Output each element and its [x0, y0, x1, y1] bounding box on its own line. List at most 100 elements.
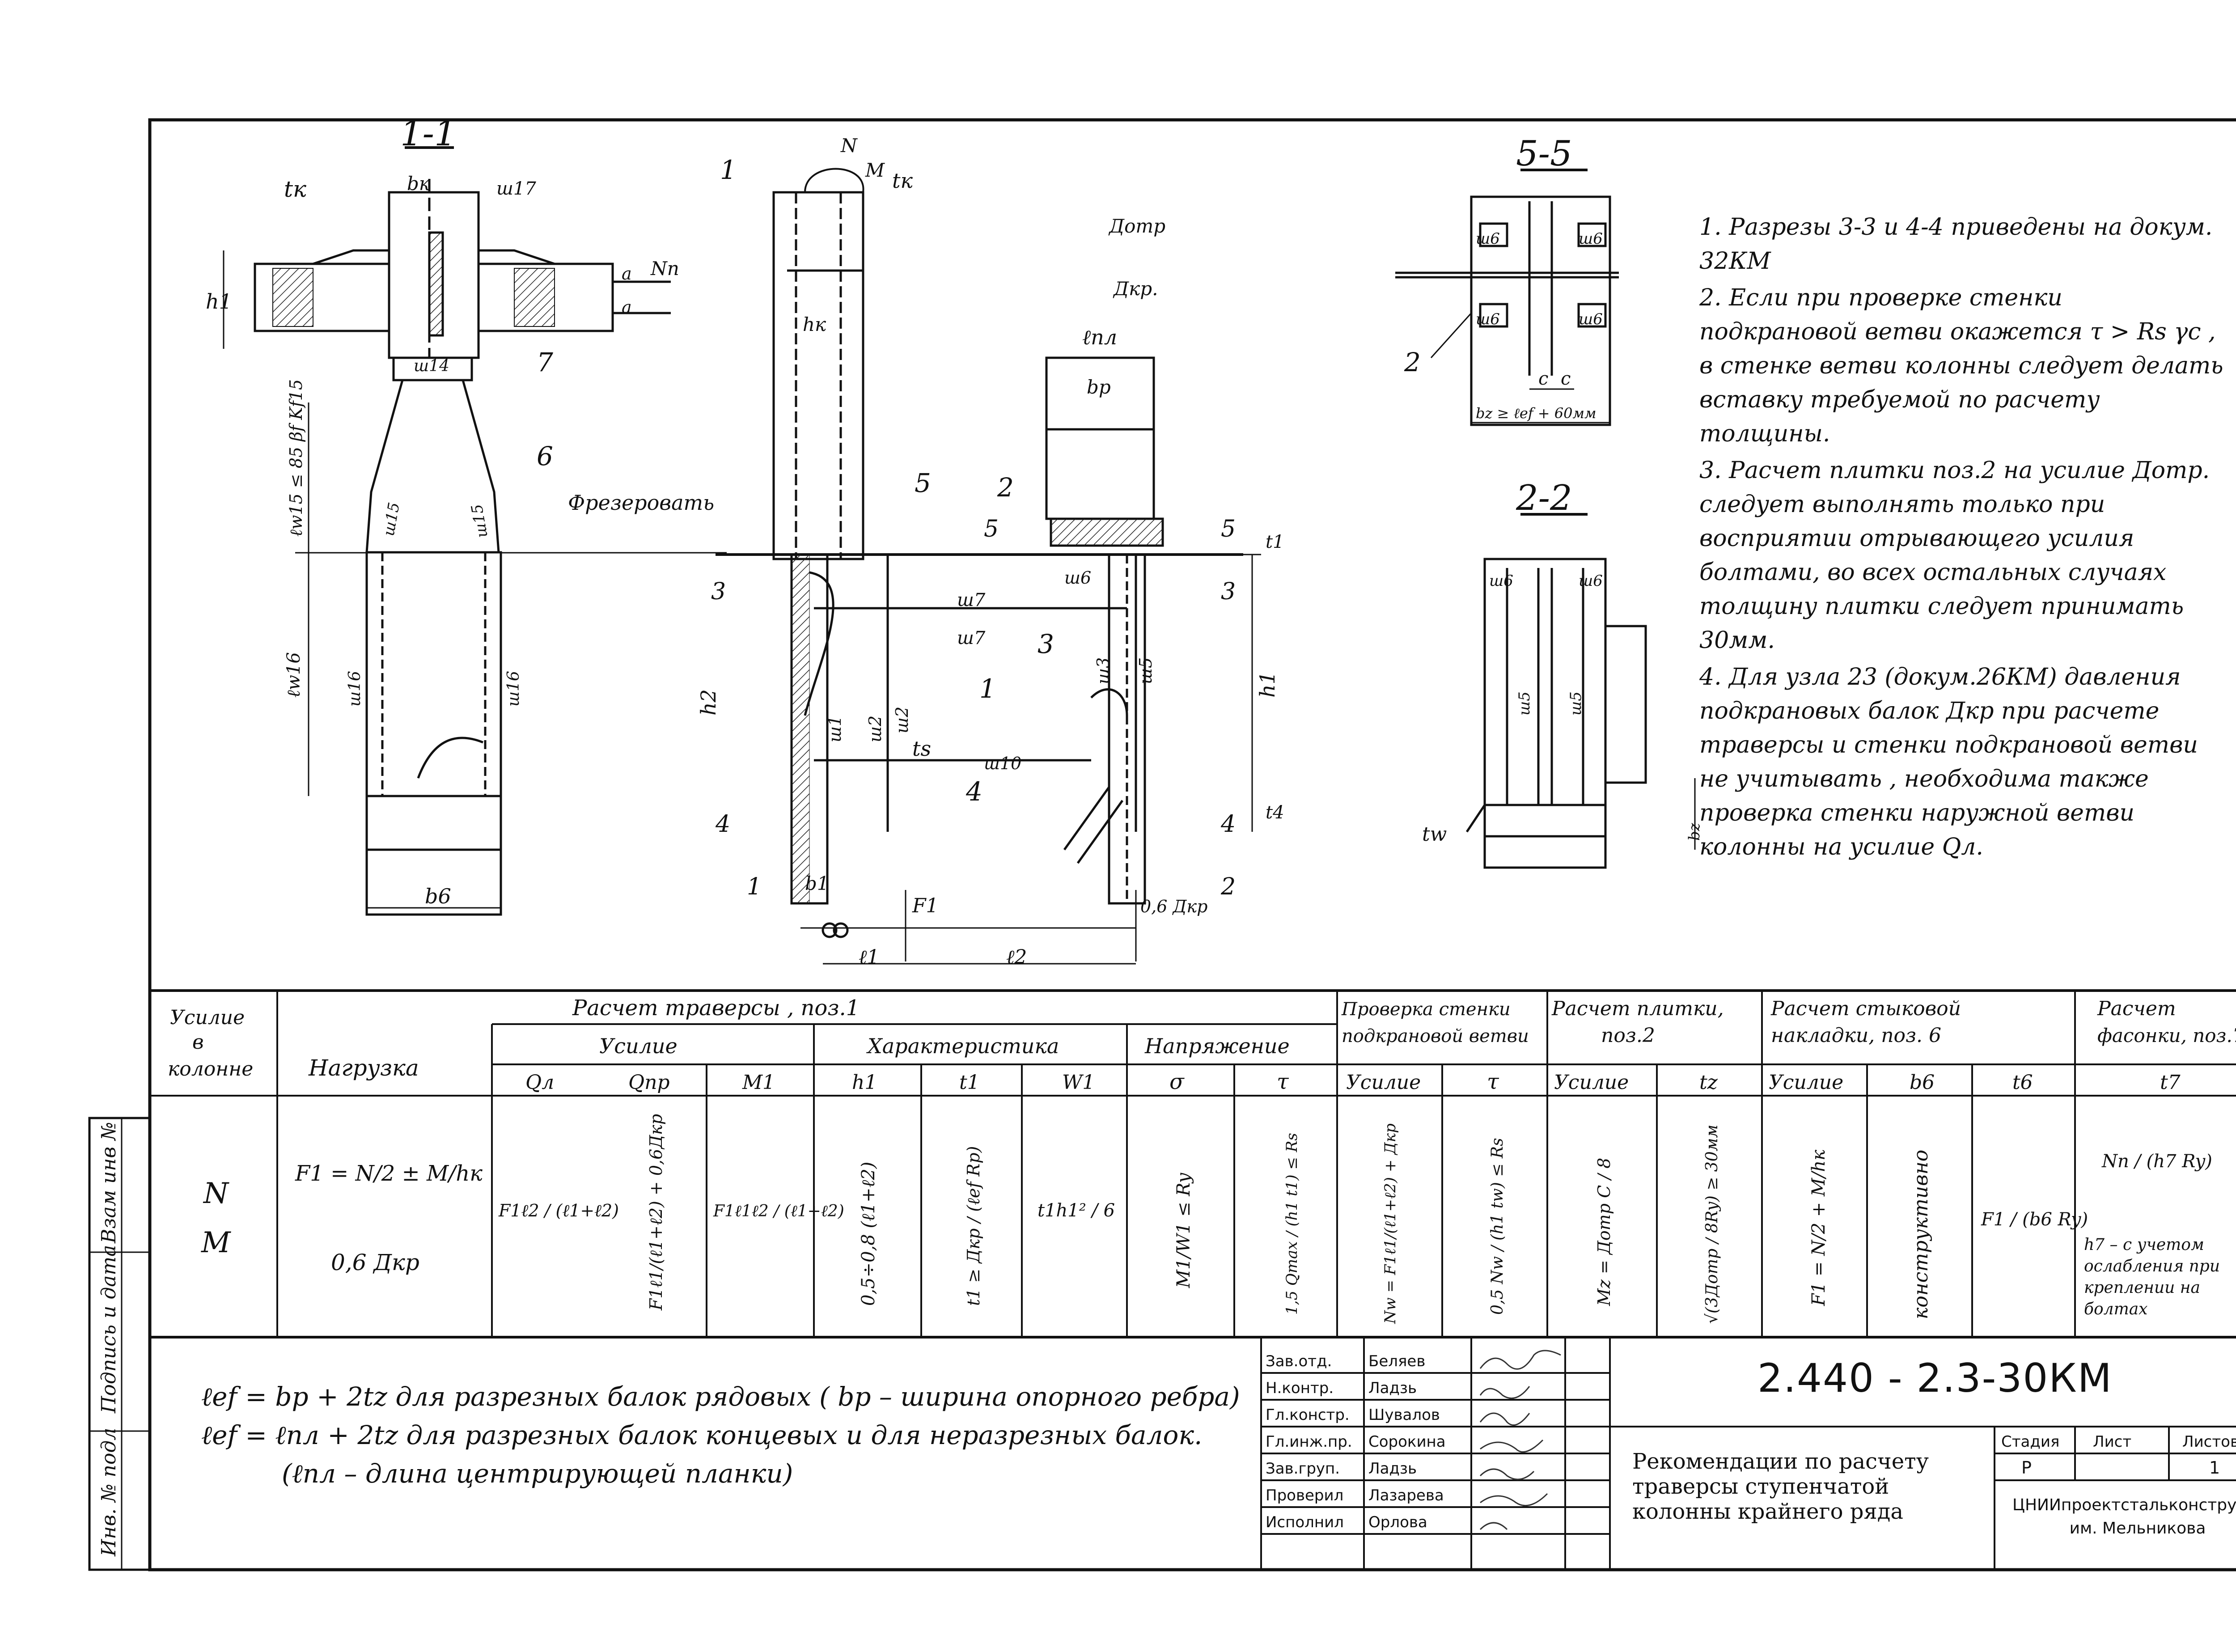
svg-text:t1: t1 [1266, 532, 1284, 552]
section-2-2 [1465, 513, 1696, 869]
svg-text:2: 2 [1404, 347, 1421, 377]
table-row: N M F1 = N/2 ± M/hк 0,6 Дкр F1ℓ2 / (ℓ1+ℓ… [201, 1114, 2212, 1324]
svg-text:F1: F1 [912, 894, 939, 917]
load-formula: F1 = N/2 ± M/hк [295, 1161, 483, 1186]
svg-text:4: 4 [715, 811, 730, 838]
note-2: 2. Если при проверке стенки подкрановой … [1699, 284, 2223, 447]
svg-text:t1: t1 [959, 1071, 980, 1094]
svg-text:t4: t4 [1266, 802, 1284, 823]
svg-text:ш6: ш6 [1476, 310, 1500, 328]
calc-table [150, 991, 2236, 1339]
svg-text:Nп: Nп [650, 258, 679, 280]
svg-text:Дкр.: Дкр. [1113, 278, 1158, 300]
svg-text:M: M [865, 159, 885, 181]
th-gusset-2: фасонки, поз.7 [2097, 1025, 2236, 1046]
svg-text:3: 3 [711, 578, 726, 605]
cell-sigma: M1/W1 ≤ Ry [1173, 1172, 1194, 1288]
svg-text:Зав.груп.: Зав.груп. [1266, 1460, 1340, 1478]
cell-f1: F1 = N/2 + M/hк [1808, 1150, 1829, 1306]
svg-text:bz ≥ ℓef + 60мм: bz ≥ ℓef + 60мм [1476, 405, 1597, 422]
svg-text:Лист: Лист [2093, 1433, 2131, 1451]
svg-text:ш6: ш6 [1579, 572, 1603, 590]
svg-text:h1: h1 [206, 289, 232, 313]
svg-text:tz: tz [1699, 1071, 1718, 1094]
stamp-signatures [1479, 1350, 1561, 1530]
svg-text:ш6: ш6 [1476, 230, 1500, 248]
svg-text:ш6: ш6 [1579, 230, 1603, 248]
th-char: Характеристика [866, 1034, 1059, 1058]
svg-text:ш16: ш16 [504, 671, 523, 707]
svg-text:h2: h2 [696, 689, 720, 716]
svg-text:Усилие: Усилие [1769, 1071, 1843, 1094]
svg-text:Qпр: Qпр [628, 1071, 670, 1094]
svg-text:2: 2 [997, 472, 1014, 503]
th-splice-1: Расчет стыковой [1770, 997, 1961, 1020]
svg-text:ш17: ш17 [496, 178, 536, 199]
formula-notes: ℓef = bр + 2tz для разрезных балок рядов… [201, 1377, 1252, 1493]
svg-text:ш6: ш6 [1489, 572, 1513, 590]
svg-text:bр: bр [1087, 376, 1111, 398]
formula-note-3: (ℓпл – длина центрирующей планки) [282, 1458, 793, 1489]
th-force-2: в [192, 1031, 204, 1054]
svg-text:Зав.отд.: Зав.отд. [1266, 1352, 1332, 1370]
svg-text:4: 4 [966, 776, 982, 807]
svg-text:Ладзь: Ладзь [1368, 1460, 1417, 1478]
svg-text:σ: σ [1169, 1069, 1185, 1094]
svg-text:ℓw15 ≤ 85 βf Kf15: ℓw15 ≤ 85 βf Kf15 [286, 379, 306, 537]
cell-h1: 0,5÷0,8 (ℓ1+ℓ2) [858, 1162, 879, 1306]
svg-text:Орлова: Орлова [1368, 1513, 1427, 1531]
svg-text:1: 1 [747, 873, 762, 900]
svg-text:ℓ2: ℓ2 [1006, 946, 1027, 969]
svg-text:ш5: ш5 [1567, 691, 1585, 716]
svg-text:τ: τ [1487, 1069, 1499, 1094]
document-code: 2.440 - 2.3-30КМ [1757, 1355, 2113, 1401]
svg-text:M1: M1 [742, 1071, 775, 1094]
note-4: 4. Для узла 23 (докум.26КМ) давления под… [1699, 664, 2198, 860]
svg-text:ℓw16: ℓw16 [284, 652, 304, 698]
th-force-3: колонне [168, 1058, 253, 1080]
svg-text:hк: hк [803, 313, 826, 335]
table-headers: Усилие в колонне Расчет траверсы , поз.1… [168, 995, 2236, 1094]
section-2-2-title: 2-2 [1516, 478, 1572, 518]
cell-wall-tau: 0,5 Nw / (h1 tw) ≤ Rs [1488, 1138, 1507, 1315]
frame [88, 118, 2236, 1572]
svg-text:ш3: ш3 [1093, 657, 1113, 684]
svg-text:1: 1 [979, 674, 996, 704]
svg-text:ш15: ш15 [380, 501, 403, 537]
svg-text:4: 4 [1220, 811, 1236, 838]
side-stamp-replace: Взам инв № [97, 1122, 120, 1244]
svg-text:Листов: Листов [2182, 1433, 2236, 1451]
svg-text:ш6: ш6 [1064, 568, 1091, 588]
svg-text:Сорокина: Сорокина [1368, 1433, 1446, 1451]
svg-text:Лазарева: Лазарева [1368, 1487, 1444, 1504]
svg-text:ш2: ш2 [892, 707, 912, 733]
svg-text:Шувалов: Шувалов [1368, 1406, 1440, 1424]
svg-text:ш7: ш7 [957, 590, 986, 610]
svg-text:2: 2 [1220, 873, 1236, 900]
svg-text:Дотр: Дотр [1108, 215, 1165, 237]
cell-constr: конструктивно [1910, 1150, 1932, 1319]
formula-note-1: ℓef = bр + 2tz для разрезных балок рядов… [201, 1381, 1240, 1412]
side-stamp-inv: Инв. № подл [97, 1428, 120, 1557]
svg-text:Усилие: Усилие [1554, 1071, 1629, 1094]
svg-text:3: 3 [1221, 578, 1236, 605]
cell-nw: Nw = F1ℓ1/(ℓ1+ℓ2) + Дкр [1381, 1123, 1399, 1324]
section-1-1 [223, 146, 727, 916]
svg-text:N: N [203, 1177, 229, 1210]
svg-text:ш16: ш16 [346, 671, 364, 707]
svg-text:7: 7 [537, 347, 553, 377]
svg-text:5: 5 [915, 468, 931, 498]
svg-text:а: а [622, 264, 632, 284]
svg-text:τ: τ [1277, 1069, 1289, 1094]
svg-text:Беляев: Беляев [1368, 1352, 1425, 1370]
svg-text:Исполнил: Исполнил [1266, 1513, 1344, 1531]
cell-t1: t1 ≥ Дкр / (ℓef Rp) [964, 1146, 983, 1306]
th-plate-1: Расчет плитки, [1551, 997, 1724, 1020]
svg-text:Гл.инж.пр.: Гл.инж.пр. [1266, 1433, 1352, 1451]
main-elevation [716, 168, 1261, 965]
stamp-text: Зав.отд. Н.контр. Гл.констр. Гл.инж.пр. … [1266, 1352, 2236, 1531]
side-stamp-sign: Подпись и дата [97, 1245, 120, 1414]
section-2-2-labels: 2-2 ш6 ш6 ш5 ш5 tw bz [1422, 478, 1703, 846]
svg-text:3: 3 [1038, 629, 1054, 659]
